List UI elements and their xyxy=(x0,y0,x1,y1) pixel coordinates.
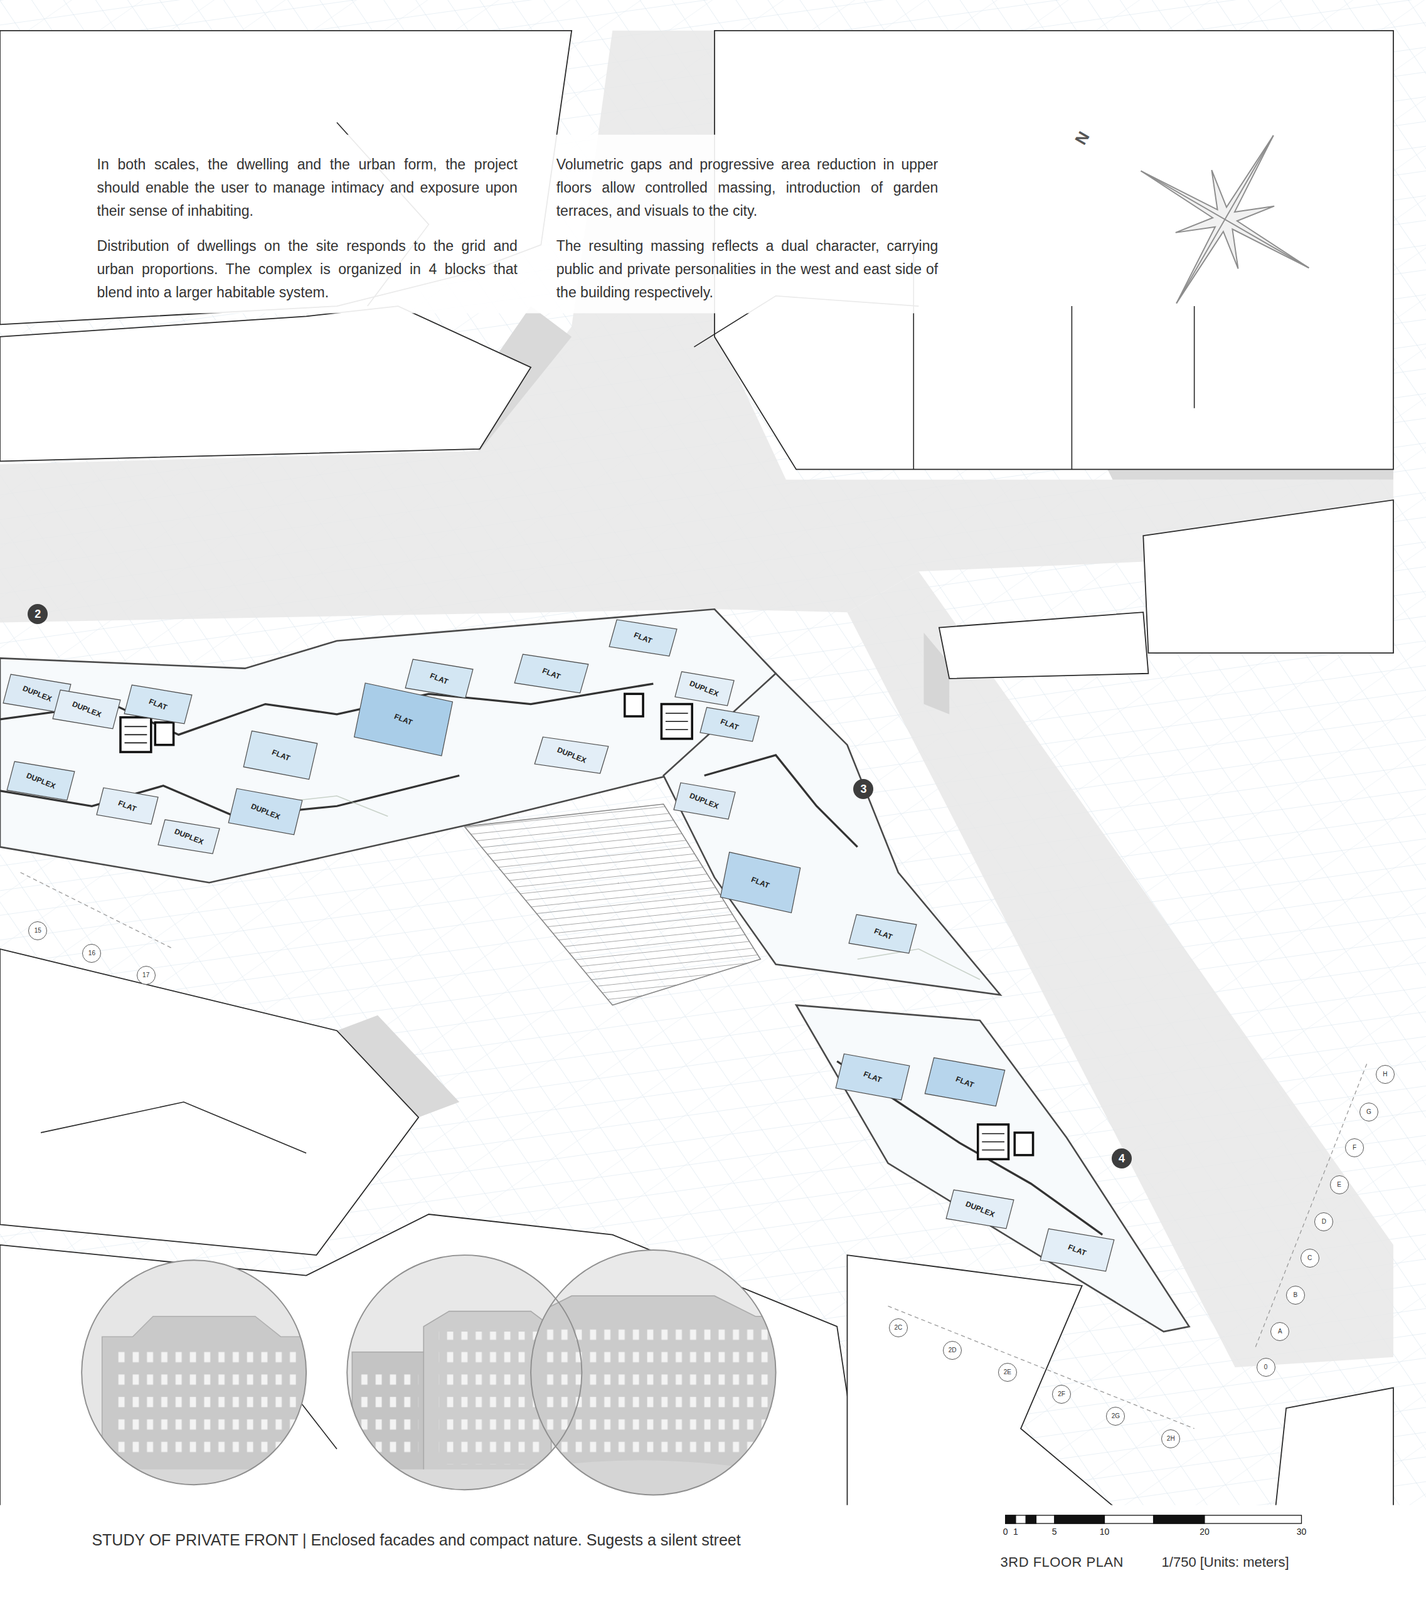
dwelling-unit: DUPLEX xyxy=(52,689,122,730)
grid-axis-label: 16 xyxy=(82,944,102,964)
scale-number: 20 xyxy=(1191,1527,1218,1538)
note-paragraph: In both scales, the dwelling and the urb… xyxy=(97,153,518,223)
unit-shape xyxy=(924,1057,1005,1107)
unit-shape xyxy=(946,1190,1014,1230)
unit-shape xyxy=(228,788,303,835)
dwelling-unit: DUPLEX xyxy=(157,819,221,855)
unit-shape xyxy=(52,690,121,729)
dwelling-unit: FLAT xyxy=(123,684,193,725)
callout-number: 4 xyxy=(1111,1148,1132,1169)
unit-shape xyxy=(1040,1229,1115,1272)
dwelling-unit: DUPLEX xyxy=(533,736,610,775)
dwelling-unit: DUPLEX xyxy=(673,782,736,820)
grid-axis-label: H xyxy=(1375,1065,1395,1085)
vignette-caption: STUDY OF PRIVATE FRONT | Enclosed facade… xyxy=(91,1531,741,1550)
scale-ratio: 1/750 [Units: meters] xyxy=(1161,1554,1290,1571)
grid-axis-label: D xyxy=(1314,1212,1334,1232)
plan-title: 3RD FLOOR PLAN xyxy=(1000,1554,1125,1571)
dwelling-unit: FLAT xyxy=(513,653,590,694)
note-paragraph: The resulting massing reflects a dual ch… xyxy=(556,234,939,305)
note-paragraph: Volumetric gaps and progressive area red… xyxy=(556,153,939,223)
unit-shape xyxy=(353,683,453,756)
unit-shape xyxy=(244,730,319,780)
note-paragraph: Distribution of dwellings on the site re… xyxy=(97,234,518,305)
unit-shape xyxy=(673,782,736,820)
grid-axis-label: 2F xyxy=(1052,1385,1071,1405)
dwelling-unit: DUPLEX xyxy=(945,1189,1015,1230)
dwelling-unit: FLAT xyxy=(1039,1228,1115,1273)
unit-shape xyxy=(609,619,677,657)
grid-axis-label: 2C xyxy=(888,1318,908,1338)
callout-number: 3 xyxy=(853,779,874,800)
grid-axis-label: 0 xyxy=(1256,1358,1276,1378)
scale-number: 5 xyxy=(1042,1527,1068,1538)
unit-shape xyxy=(534,737,609,774)
unit-shape xyxy=(720,852,800,914)
scale-number: 30 xyxy=(1288,1527,1314,1538)
unit-shape xyxy=(158,819,220,854)
scale-number: 10 xyxy=(1091,1527,1117,1538)
grid-axis-label: 15 xyxy=(28,921,48,941)
unit-shape xyxy=(6,761,75,801)
unit-shape xyxy=(835,1053,910,1100)
dwelling-unit: FLAT xyxy=(835,1053,911,1102)
dwelling-unit: DUPLEX xyxy=(227,787,304,836)
unit-shape xyxy=(124,685,192,724)
unit-shape xyxy=(700,707,760,742)
dwelling-unit: FLAT xyxy=(242,730,319,781)
grid-axis-label: E xyxy=(1330,1175,1349,1195)
unit-shape xyxy=(96,787,159,825)
dwelling-unit: FLAT xyxy=(848,914,918,955)
unit-shape xyxy=(514,654,589,694)
dwelling-unit: DUPLEX xyxy=(6,760,76,802)
dwelling-unit: DUPLEX xyxy=(674,671,735,707)
grid-axis-label: 2D xyxy=(942,1341,962,1361)
grid-axis-label: B xyxy=(1286,1286,1305,1305)
dwelling-unit: FLAT xyxy=(719,851,802,915)
unit-shape xyxy=(675,671,735,706)
unit-shape xyxy=(405,659,474,699)
scale-number: 1 xyxy=(1003,1527,1029,1538)
dwelling-unit: FLAT xyxy=(404,658,474,699)
dwelling-unit: FLAT xyxy=(95,787,159,825)
grid-axis-label: 17 xyxy=(136,966,156,985)
unit-shape xyxy=(848,914,917,954)
dwelling-unit: FLAT xyxy=(608,619,678,657)
dwelling-unit: FLAT xyxy=(699,707,760,743)
grid-axis-label: C xyxy=(1300,1249,1320,1268)
dwelling-unit: FLAT xyxy=(924,1057,1006,1108)
